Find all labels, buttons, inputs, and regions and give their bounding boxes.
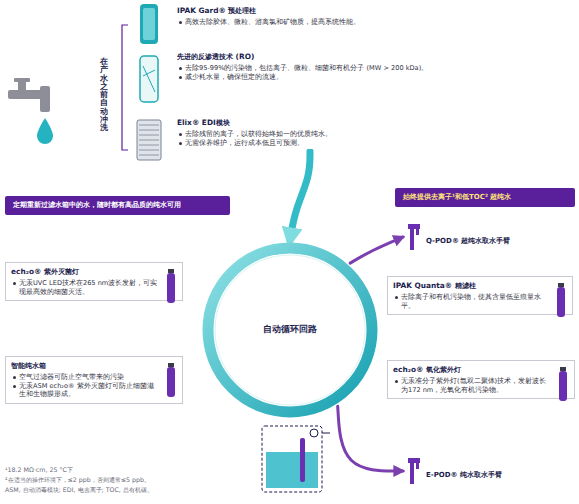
bullet-text: 去除离子和有机污染物，使其含量低至痕量水平。 bbox=[393, 293, 550, 311]
ro-cartridge bbox=[140, 56, 158, 102]
bracket bbox=[122, 25, 128, 150]
dispenser-node: Q-POD® 超纯水取水手臂 bbox=[406, 222, 556, 252]
heading: ech₂o® 紫外灭菌灯 bbox=[11, 267, 160, 277]
faucet-icon bbox=[8, 78, 53, 144]
vertical-note: 在产水之前自动冲洗 bbox=[100, 58, 108, 132]
node-text: 自动循环回路 bbox=[263, 324, 317, 336]
heading: IPAK Quanta® 精滤柱 bbox=[393, 281, 550, 291]
loop-circle: 自动循环回路 bbox=[200, 240, 380, 420]
feature-box: 智能纯水箱空气过滤器可防止空气带来的污染无汞ASM ech₂o® 紫外灭菌灯可防… bbox=[5, 356, 183, 404]
dispenser-icon bbox=[406, 456, 422, 486]
node-text: Q-POD® 超纯水取水手臂 bbox=[426, 236, 554, 246]
flow-arrow bbox=[350, 237, 403, 263]
dispenser-node: E-POD® 纯水取水手臂 bbox=[406, 456, 556, 486]
bullet-text: 高效去除胶体、微粒、游离氯和矿物质，提高系统性能。 bbox=[177, 18, 453, 27]
node-text: E-POD® 纯水取水手臂 bbox=[426, 470, 554, 480]
dispenser-icon bbox=[406, 222, 422, 252]
heading: ech₂o® 氧化紫外灯 bbox=[393, 365, 552, 375]
text-block: Elix® EDI模块去除残留的离子，以获得始终如一的优质纯水。无需保养维护，运… bbox=[175, 116, 445, 149]
banner: 定期重新过滤水箱中的水，随时都有高品质的纯水可用 bbox=[5, 196, 230, 215]
prefilter-cartridge bbox=[140, 4, 158, 44]
edi-module bbox=[137, 120, 161, 160]
bullet-text: 空气过滤器可防止空气带来的污染 bbox=[11, 373, 160, 382]
bullet-text: 无汞UVC LED技术在265 nm波长发射，可实现最高效的细菌灭活。 bbox=[11, 279, 160, 297]
footnote: ¹18.2 MΩ·cm, 25 °C下 bbox=[5, 466, 255, 475]
flow-arrow bbox=[338, 406, 403, 471]
feature-box: IPAK Quanta® 精滤柱去除离子和有机污染物，使其含量低至痕量水平。 bbox=[387, 276, 573, 315]
uv-lamp-icon bbox=[166, 363, 176, 397]
flow-arrow bbox=[290, 151, 310, 240]
footnote: ²在适当的操作环境下，≤2 ppb，否则通常≤5 ppb。 bbox=[5, 476, 255, 485]
node-text: 始终提供去离子¹和低TOC² 超纯水 bbox=[403, 193, 567, 202]
node-text: 定期重新过滤水箱中的水，随时都有高品质的纯水可用 bbox=[13, 201, 222, 210]
heading: 先进的反渗透技术 (RO) bbox=[177, 52, 473, 62]
bullet-text: 去除95-99%的污染物，包括离子、微粒、细菌和有机分子 (MW > 200 k… bbox=[177, 64, 473, 73]
bullet-text: 减少耗水量，确保恒定的流速。 bbox=[177, 73, 473, 82]
heading: Elix® EDI模块 bbox=[177, 118, 443, 128]
feature-box: ech₂o® 紫外灭菌灯无汞UVC LED技术在265 nm波长发射，可实现最高… bbox=[5, 262, 183, 301]
footnote: ASM, 自动消毒模块; EDI, 电去离子; TOC, 总有机碳。 bbox=[5, 486, 255, 495]
water-tank bbox=[262, 426, 330, 492]
bullet-text: 去除残留的离子，以获得始终如一的优质纯水。 bbox=[177, 130, 443, 139]
bullet-text: 无汞ASM ech₂o® 紫外灭菌灯可防止细菌滋生和生物膜形成。 bbox=[11, 382, 160, 400]
uv-lamp-icon bbox=[166, 269, 176, 303]
text-block: IPAK Gard® 预处理柱高效去除胶体、微粒、游离氯和矿物质，提高系统性能。 bbox=[175, 4, 455, 29]
banner: 始终提供去离子¹和低TOC² 超纯水 bbox=[395, 188, 575, 207]
bullet-text: 无汞准分子紫外灯(氙双二聚体)技术，发射波长为172 nm，光氧化有机污染物。 bbox=[393, 377, 552, 395]
text-block: 先进的反渗透技术 (RO) 去除95-99%的污染物，包括离子、微粒、细菌和有机分… bbox=[175, 50, 475, 83]
uv-lamp-icon bbox=[558, 367, 568, 401]
feature-box: ech₂o® 氧化紫外灯无汞准分子紫外灯(氙双二聚体)技术，发射波长为172 n… bbox=[387, 360, 575, 399]
heading: IPAK Gard® 预处理柱 bbox=[177, 6, 453, 16]
bullet-text: 无需保养维护，运行成本低且可预测。 bbox=[177, 139, 443, 148]
uv-lamp-icon bbox=[556, 283, 566, 317]
heading: 智能纯水箱 bbox=[11, 361, 160, 371]
